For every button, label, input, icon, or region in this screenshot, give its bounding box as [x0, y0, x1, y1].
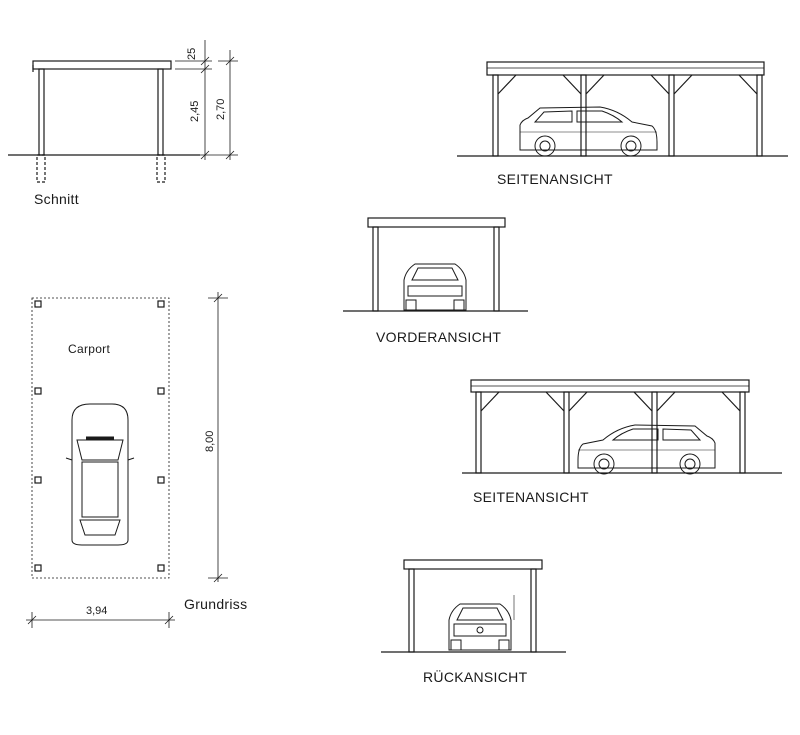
car-top-icon: [65, 403, 135, 546]
rear-view: [381, 559, 566, 653]
label-schnitt: Schnitt: [34, 191, 79, 207]
car-side-icon: [577, 424, 716, 475]
floor-plan: [26, 292, 228, 628]
dim-width: 3,94: [86, 605, 107, 617]
car-rear-icon: [448, 603, 512, 651]
label-seitenansicht-top: SEITENANSICHT: [497, 171, 613, 187]
label-grundriss: Grundriss: [184, 596, 248, 612]
dim-roof-thickness: 25: [186, 48, 198, 60]
dim-length: 8,00: [204, 431, 216, 452]
label-carport: Carport: [68, 342, 111, 356]
car-front-icon: [403, 263, 467, 311]
side-view-middle: [462, 379, 782, 475]
car-side-icon: [519, 106, 658, 157]
dim-post-height: 2,45: [189, 101, 201, 122]
label-rueckansicht: RÜCKANSICHT: [423, 669, 528, 685]
side-view-top: [457, 61, 788, 157]
section-view: [8, 40, 238, 183]
front-view: [343, 217, 528, 312]
label-seitenansicht-mid: SEITENANSICHT: [473, 489, 589, 505]
label-vorderansicht: VORDERANSICHT: [376, 329, 502, 345]
dim-total-height: 2,70: [215, 99, 227, 120]
